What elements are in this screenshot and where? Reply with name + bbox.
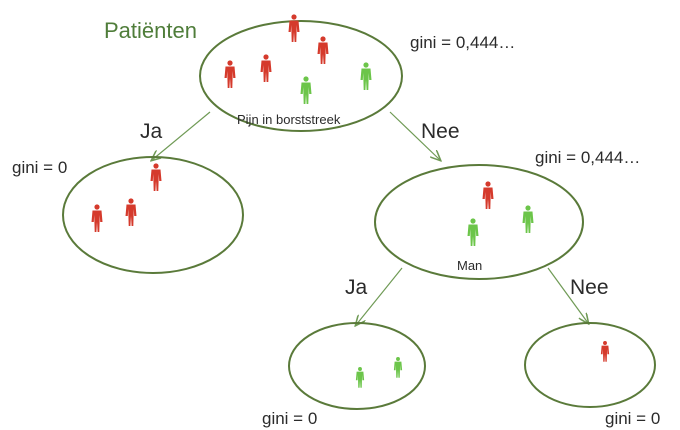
arrow-right-to-bottom-right: [547, 267, 588, 323]
people-layer: [91, 14, 610, 388]
person-green-icon: [355, 367, 365, 388]
person-red-icon: [91, 204, 103, 232]
left-leaf-node: [62, 156, 244, 274]
person-green-icon: [300, 76, 312, 104]
root-gini: gini = 0,444…: [410, 33, 515, 52]
arrow-root-to-left: [152, 111, 211, 160]
right-node-gini: gini = 0,444…: [535, 148, 640, 167]
bottom-left-leaf-node: [288, 322, 426, 410]
left-leaf-gini: gini = 0: [12, 158, 67, 177]
left-branch-label: Ja: [140, 120, 163, 143]
person-red-icon: [125, 198, 137, 226]
person-red-icon: [224, 60, 236, 88]
bottom-right-leaf-gini: gini = 0: [605, 409, 660, 428]
person-red-icon: [482, 181, 494, 209]
person-red-icon: [260, 54, 272, 82]
bottom-left-leaf-gini: gini = 0: [262, 409, 317, 428]
person-red-icon: [600, 341, 610, 362]
person-green-icon: [467, 218, 479, 246]
arrow-right-to-bottom-left: [356, 267, 403, 325]
right-branch-label: Nee: [421, 120, 460, 143]
arrow-root-to-right: [389, 111, 440, 160]
right-node-question: Man: [457, 258, 482, 273]
person-red-icon: [317, 36, 329, 64]
root-title: Patiënten: [104, 18, 197, 43]
right-node: [374, 164, 584, 280]
person-green-icon: [360, 62, 372, 90]
bottom-right-leaf-node: [524, 322, 656, 408]
person-red-icon: [288, 14, 300, 42]
bottom-right-branch-label: Nee: [570, 276, 609, 299]
bottom-left-branch-label: Ja: [345, 276, 368, 299]
person-green-icon: [393, 357, 403, 378]
person-red-icon: [150, 163, 162, 191]
root-question: Pijn in borststreek: [237, 112, 341, 127]
person-green-icon: [522, 205, 534, 233]
root-node: [199, 20, 403, 132]
